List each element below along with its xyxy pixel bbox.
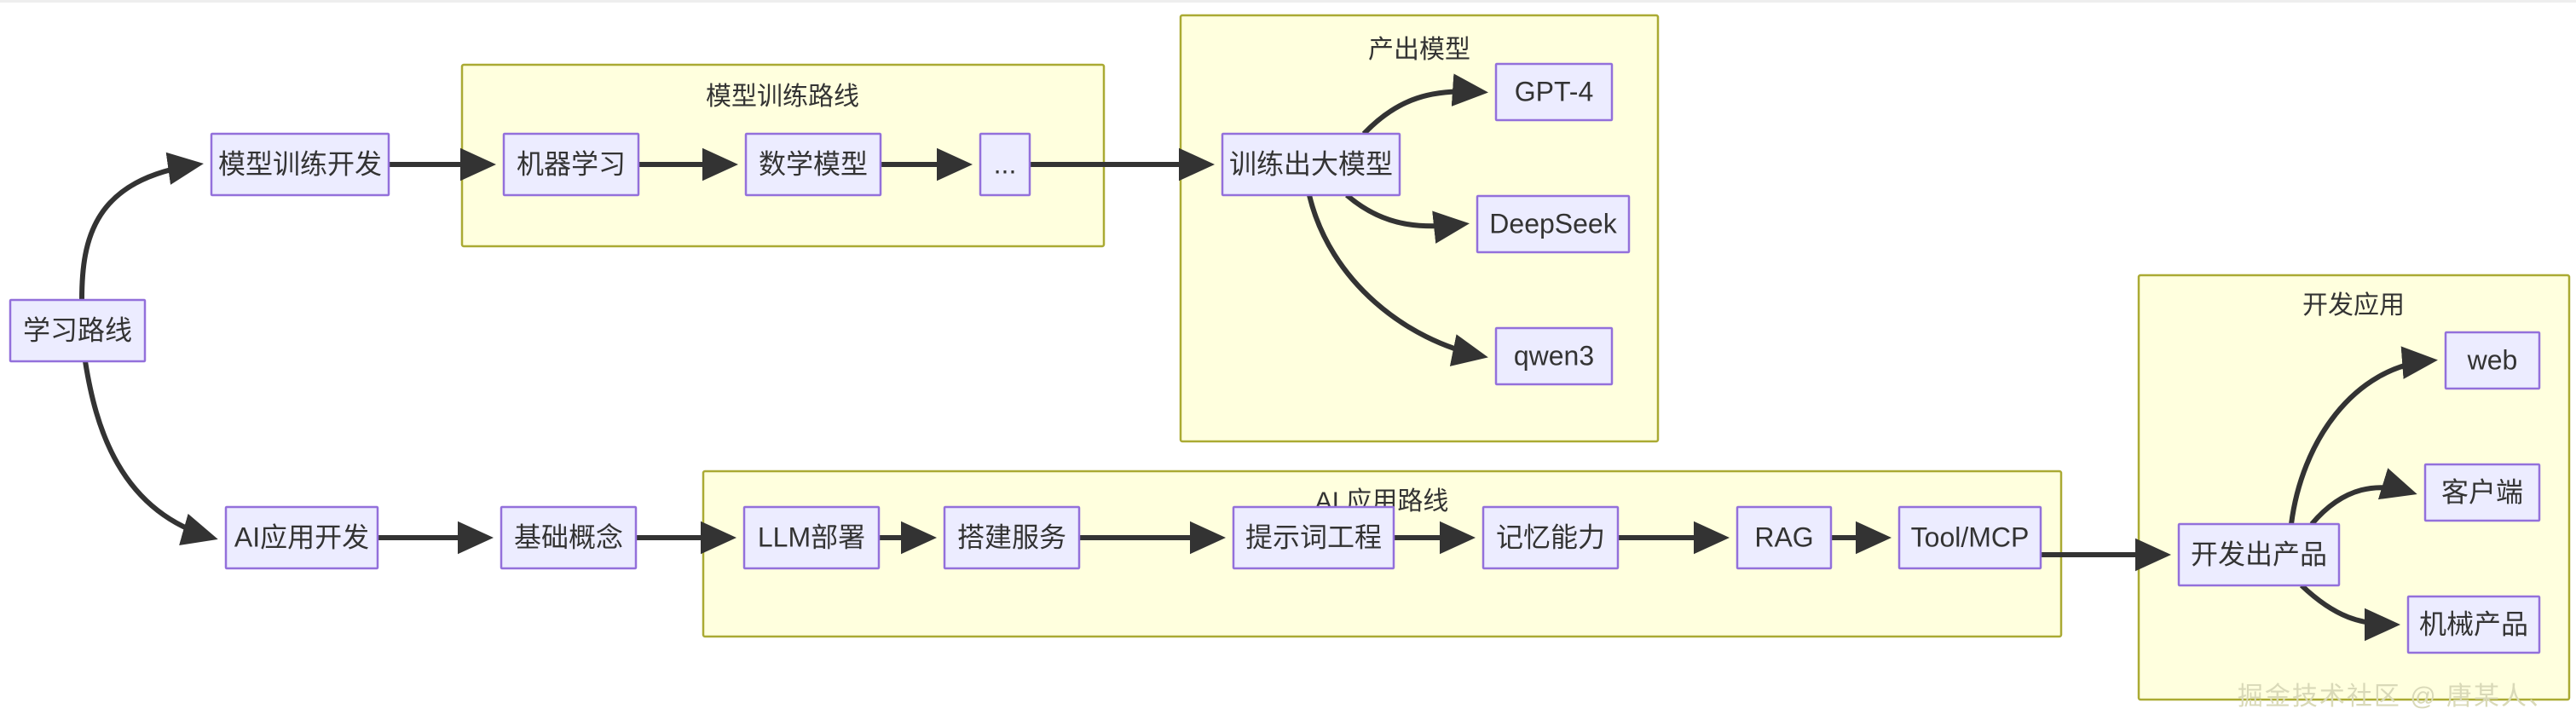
node-math-model[interactable]: 数学模型 <box>744 132 882 197</box>
node-develop-product-label: 开发出产品 <box>2191 539 2327 569</box>
node-basic-concept[interactable]: 基础概念 <box>500 505 638 570</box>
node-llm-deploy-label: LLM部署 <box>758 521 865 552</box>
node-deepseek-box[interactable] <box>1476 194 1631 254</box>
node-ellipsis[interactable]: ... <box>979 132 1031 197</box>
node-llm-deploy-box[interactable] <box>742 505 881 570</box>
node-learning-path-box[interactable] <box>9 298 147 363</box>
node-basic-concept-box[interactable] <box>500 505 638 570</box>
node-tool-mcp[interactable]: Tool/MCP <box>1897 505 2042 570</box>
node-ellipsis-label: ... <box>994 148 1017 179</box>
node-ai-app-dev-label: AI应用开发 <box>234 521 369 552</box>
node-tool-mcp-box[interactable] <box>1897 505 2042 570</box>
watermark-text: 掘金技术社区 @ 唐某人、 <box>2237 683 2556 711</box>
node-qwen3[interactable]: qwen3 <box>1494 326 1614 386</box>
node-memory[interactable]: 记忆能力 <box>1481 505 1620 570</box>
cluster-model-training-title: 模型训练路线 <box>706 83 859 111</box>
node-develop-product-box[interactable] <box>2177 522 2341 587</box>
edge-learning-to-model-training <box>79 152 204 301</box>
node-train-large-model-box[interactable] <box>1221 132 1401 197</box>
node-build-service-label: 搭建服务 <box>957 521 1066 552</box>
node-machine-learning[interactable]: 机器学习 <box>502 132 640 197</box>
node-deepseek[interactable]: DeepSeek <box>1476 194 1631 254</box>
node-deepseek-label: DeepSeek <box>1489 208 1617 239</box>
node-learning-path-label: 学习路线 <box>23 314 132 345</box>
node-ai-app-dev-box[interactable] <box>224 505 379 570</box>
edge-product-to-web <box>2289 346 2438 525</box>
node-develop-product[interactable]: 开发出产品 <box>2177 522 2341 587</box>
node-qwen3-label: qwen3 <box>1514 340 1594 371</box>
node-llm-deploy[interactable]: LLM部署 <box>742 505 881 570</box>
node-mechanical-product-box[interactable] <box>2406 595 2541 654</box>
node-client-label: 客户端 <box>2441 476 2523 507</box>
node-client[interactable]: 客户端 <box>2423 463 2541 522</box>
edge-train-to-qwen3 <box>1307 194 1488 366</box>
node-gpt4-box[interactable] <box>1494 62 1614 122</box>
node-learning-path[interactable]: 学习路线 <box>9 298 147 363</box>
window-top-divider <box>0 0 2576 3</box>
node-prompt-engineering[interactable]: 提示词工程 <box>1232 505 1395 570</box>
edge-product-to-mechanical <box>2299 583 2400 642</box>
node-train-large-model[interactable]: 训练出大模型 <box>1221 132 1401 197</box>
node-prompt-engineering-label: 提示词工程 <box>1245 521 1382 552</box>
node-gpt4[interactable]: GPT-4 <box>1494 62 1614 122</box>
node-math-model-label: 数学模型 <box>759 148 868 179</box>
node-model-training-dev-box[interactable] <box>210 132 390 197</box>
node-qwen3-box[interactable] <box>1494 326 1614 386</box>
cluster-output-models-title: 产出模型 <box>1368 36 1470 64</box>
node-rag-box[interactable] <box>1736 505 1833 570</box>
node-model-training-dev[interactable]: 模型训练开发 <box>210 132 390 197</box>
node-mechanical-product[interactable]: 机械产品 <box>2406 595 2541 654</box>
node-ellipsis-box[interactable] <box>979 132 1031 197</box>
node-gpt4-label: GPT-4 <box>1515 76 1593 107</box>
node-build-service[interactable]: 搭建服务 <box>943 505 1081 570</box>
edge-train-to-deepseek <box>1345 193 1470 244</box>
node-rag-label: RAG <box>1754 521 1813 552</box>
edge-train-to-gpt4 <box>1361 73 1488 136</box>
node-memory-label: 记忆能力 <box>1496 521 1605 552</box>
node-web[interactable]: web <box>2444 331 2541 390</box>
edge-learning-to-ai-app <box>83 360 218 545</box>
node-group: 学习路线 模型训练开发 机器学习 数学模型... 训练出大模型 GPT-4DeepSeek… <box>9 62 2541 654</box>
node-machine-learning-box[interactable] <box>502 132 640 197</box>
node-model-training-dev-label: 模型训练开发 <box>218 148 382 179</box>
node-mechanical-product-label: 机械产品 <box>2419 608 2528 639</box>
node-basic-concept-label: 基础概念 <box>514 521 623 552</box>
node-memory-box[interactable] <box>1481 505 1620 570</box>
node-tool-mcp-label: Tool/MCP <box>1911 521 2030 552</box>
node-math-model-box[interactable] <box>744 132 882 197</box>
node-build-service-box[interactable] <box>943 505 1081 570</box>
node-machine-learning-label: 机器学习 <box>517 148 626 179</box>
node-prompt-engineering-box[interactable] <box>1232 505 1395 570</box>
edge-product-to-client <box>2309 468 2417 526</box>
node-ai-app-dev[interactable]: AI应用开发 <box>224 505 379 570</box>
edge-group <box>79 73 2438 642</box>
node-web-box[interactable] <box>2444 331 2541 390</box>
node-train-large-model-label: 训练出大模型 <box>1229 148 1393 179</box>
node-client-box[interactable] <box>2423 463 2541 522</box>
cluster-develop-app-title: 开发应用 <box>2302 291 2405 320</box>
node-rag[interactable]: RAG <box>1736 505 1833 570</box>
node-web-label: web <box>2467 344 2518 375</box>
